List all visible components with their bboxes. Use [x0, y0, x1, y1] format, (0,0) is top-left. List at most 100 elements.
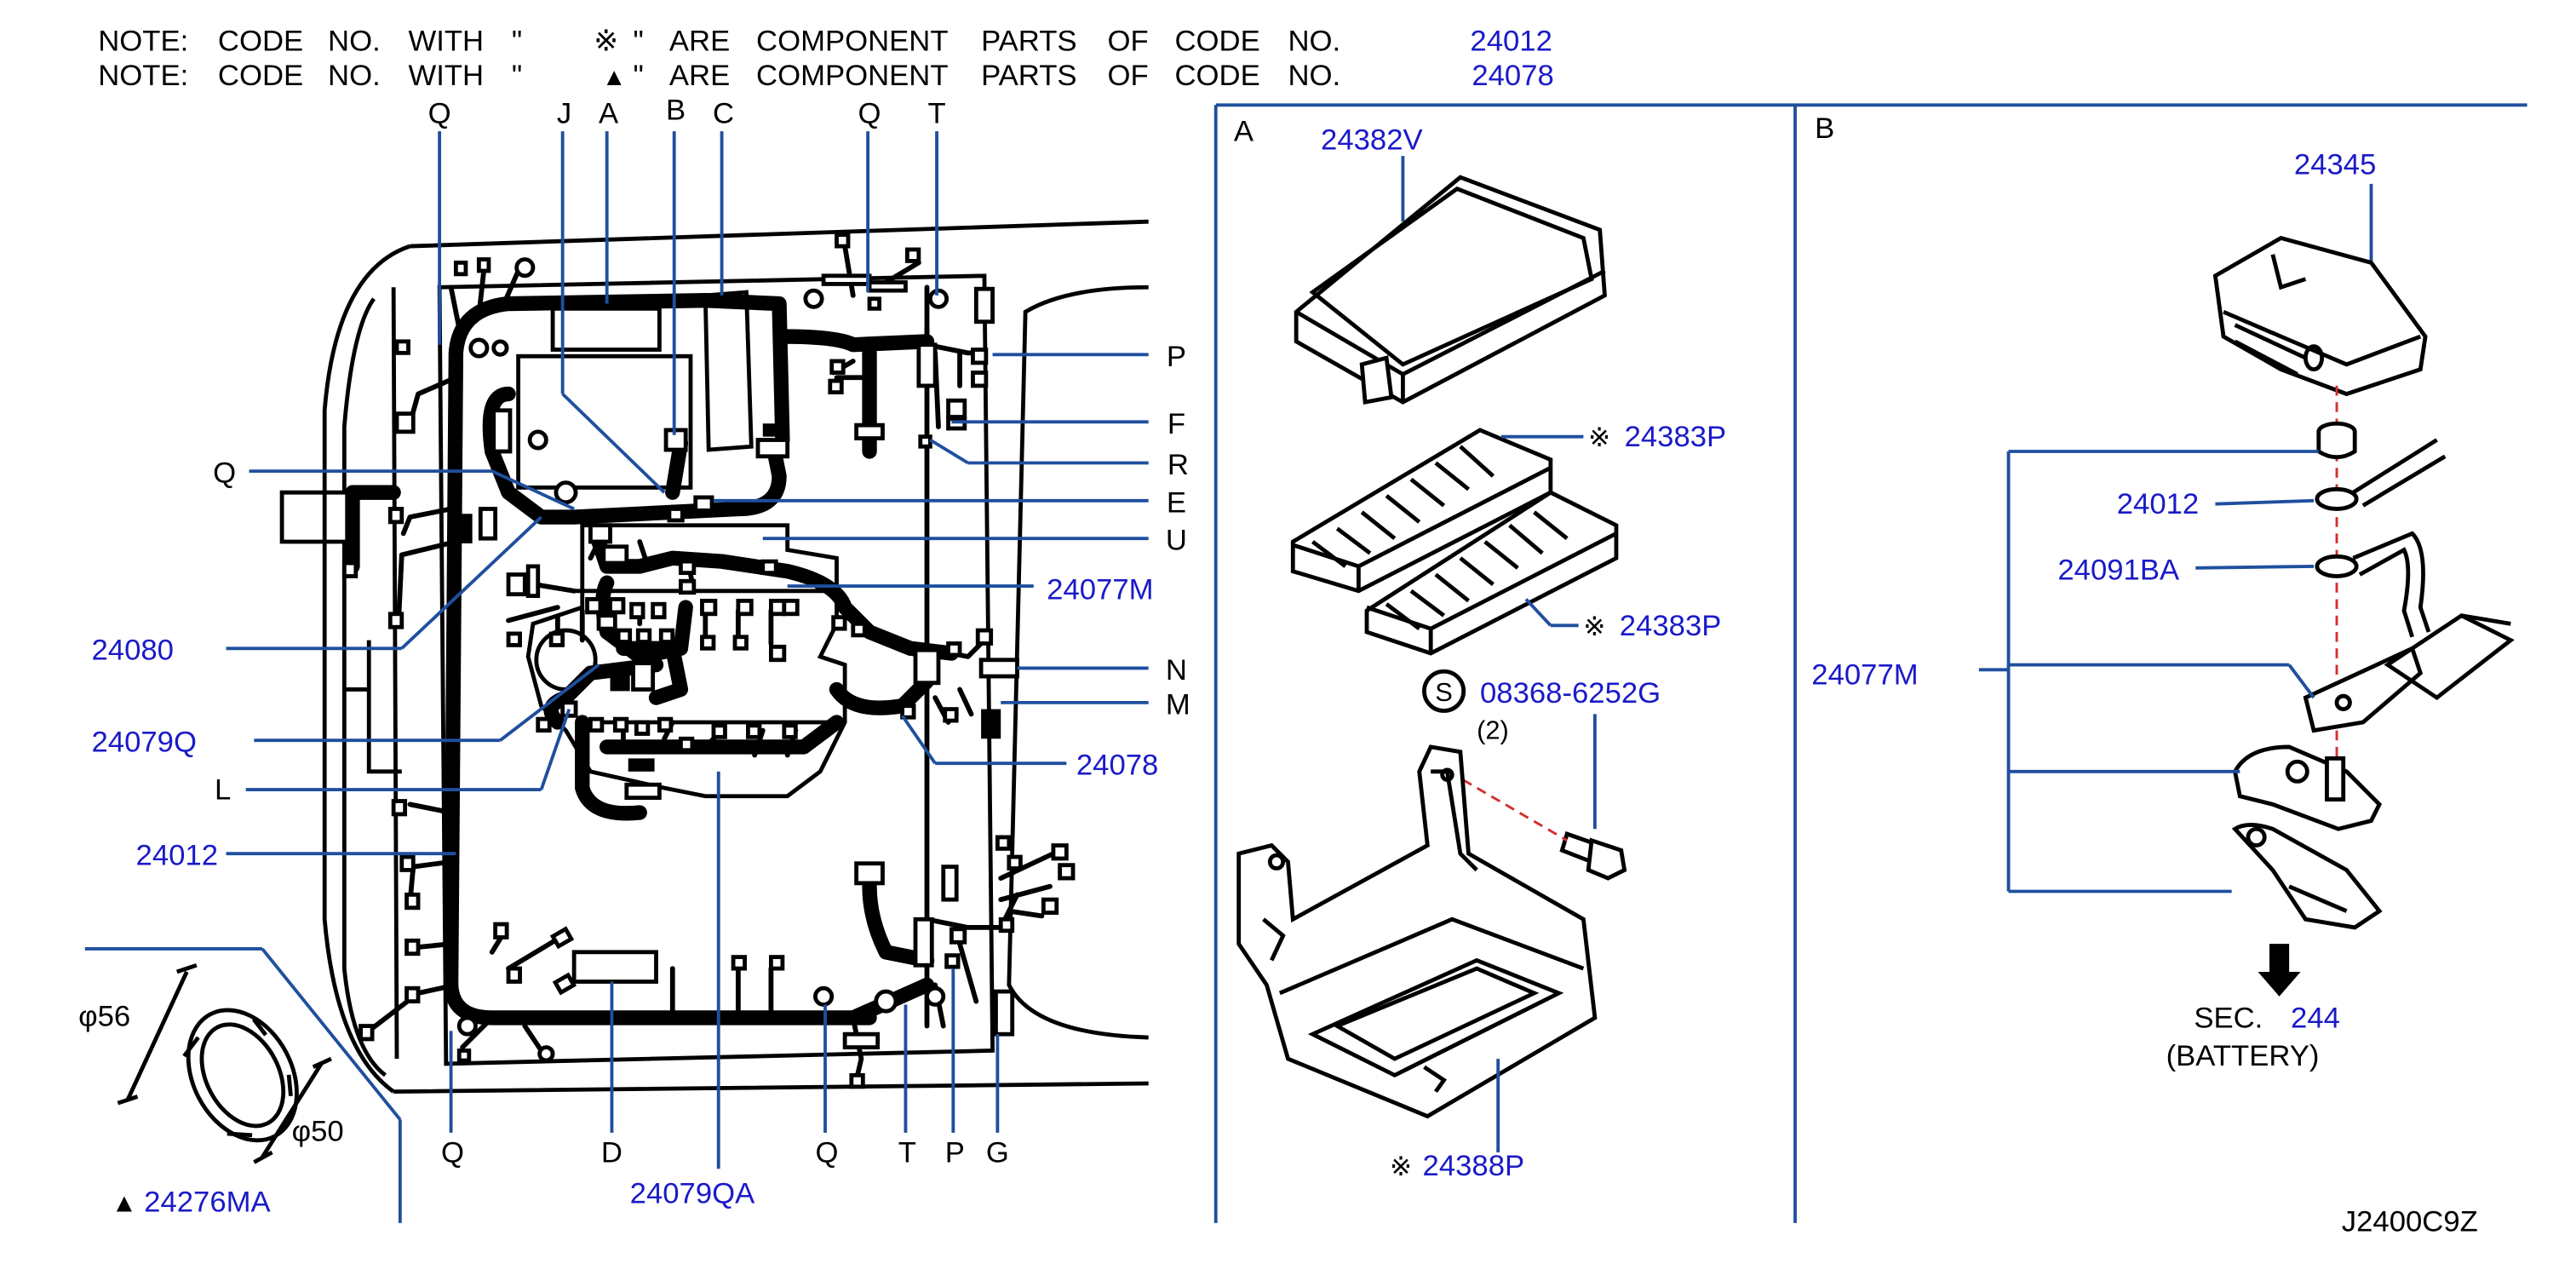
note-word: CODE	[1175, 60, 1260, 92]
section-a: A 24382V ※ 24383P ※ 24383P	[1234, 116, 1726, 1182]
part-link-24077m-b[interactable]: 24077M	[1811, 659, 1918, 692]
ring-terminal-cable	[2315, 438, 2447, 511]
note-code-link[interactable]: 24012	[1470, 26, 1552, 58]
bolt-qty: (2)	[1477, 715, 1509, 744]
note-word: ARE	[669, 26, 730, 58]
bolt: S 08368-6252G (2)	[1422, 669, 1661, 881]
part-link-24382v[interactable]: 24382V	[1321, 124, 1423, 156]
note-word: "	[512, 60, 522, 92]
note-word: CODE	[218, 60, 303, 92]
callout-label: L	[215, 774, 231, 807]
callout-label: N	[1166, 654, 1187, 687]
fuse-box-cover	[1294, 175, 1607, 405]
arrow-down-icon	[2258, 944, 2301, 997]
note-word: "	[634, 60, 644, 92]
callout-label: Q	[213, 457, 236, 490]
nut	[2316, 421, 2357, 460]
callout-label: A	[599, 98, 619, 130]
note-word: "	[512, 26, 522, 58]
ring-terminal-2	[2315, 531, 2431, 638]
part-link-24078[interactable]: 24078	[1076, 750, 1158, 782]
panel-frame	[84, 103, 2527, 1223]
note-word: NOTE:	[98, 26, 188, 58]
note-word: CODE	[218, 26, 303, 58]
note-word: ▲	[602, 64, 627, 91]
callout-label: Q	[441, 1137, 464, 1169]
note-word: ARE	[669, 60, 730, 92]
terminal-cover	[2212, 235, 2428, 397]
callout-label: T	[898, 1137, 916, 1169]
callout-label: G	[986, 1137, 1009, 1169]
sec-label: SEC.	[2194, 1002, 2263, 1034]
note-word: ※	[594, 26, 618, 58]
battery-caption: (BATTERY)	[2166, 1040, 2320, 1072]
main-harness	[345, 293, 960, 1026]
note-word: NOTE:	[98, 60, 188, 92]
part-link-24276ma[interactable]: 24276MA	[144, 1186, 271, 1218]
diagram-code: J2400C9Z	[2342, 1205, 2478, 1238]
note-word: COMPONENT	[756, 26, 948, 58]
note-word: NO.	[1288, 26, 1341, 58]
engine-room-outline	[279, 219, 1149, 1095]
note-word: "	[634, 26, 644, 58]
note-word: NO.	[328, 26, 381, 58]
part-link-24383p-lower[interactable]: 24383P	[1620, 610, 1722, 642]
part-link-24077m[interactable]: 24077M	[1047, 573, 1153, 606]
callout-label: Q	[815, 1137, 838, 1169]
part-link-24079qa[interactable]: 24079QA	[630, 1178, 755, 1210]
note-word: PARTS	[981, 26, 1076, 58]
kome-mark: ※	[1588, 422, 1610, 452]
note-word: COMPONENT	[756, 60, 948, 92]
fuse-box-bracket	[1236, 744, 1598, 1119]
callout-label: B	[666, 95, 686, 127]
section-b: B 24345 24012 24091BA	[1811, 112, 2515, 1072]
fuse-block-upper	[1290, 428, 1619, 656]
note-word: CODE	[1175, 26, 1260, 58]
callout-label: Q	[428, 98, 451, 130]
part-link-24080[interactable]: 24080	[92, 635, 174, 667]
part-link-24383p-upper[interactable]: 24383P	[1625, 421, 1727, 453]
callout-label: Q	[858, 98, 881, 130]
note-line-2: NOTE: CODE NO. WITH " ▲ " ARE COMPONENT …	[98, 60, 1554, 92]
part-link-24388p[interactable]: 24388P	[1423, 1150, 1525, 1182]
callout-label: R	[1168, 449, 1189, 481]
part-link-24091ba[interactable]: 24091BA	[2057, 554, 2180, 586]
grommet-dim-inner: φ50	[292, 1115, 344, 1147]
note-word: OF	[1108, 26, 1149, 58]
part-link-24012-b[interactable]: 24012	[2117, 488, 2199, 520]
note-word: OF	[1108, 60, 1149, 92]
callout-label: E	[1167, 486, 1186, 519]
note-word: PARTS	[981, 60, 1076, 92]
grommet-dim-outer: φ56	[78, 1001, 130, 1033]
section-a-label: A	[1234, 116, 1254, 148]
note-line-1: NOTE: CODE NO. WITH " ※ " ARE COMPONENT …	[98, 26, 1552, 58]
callout-label: M	[1166, 688, 1190, 721]
callout-label: F	[1168, 408, 1185, 440]
note-code-link[interactable]: 24078	[1472, 60, 1553, 92]
callout-label: C	[713, 98, 734, 130]
part-link-08368-6252g[interactable]: 08368-6252G	[1480, 677, 1661, 710]
callout-label: D	[601, 1137, 622, 1169]
note-word: NO.	[328, 60, 381, 92]
note-word: WITH	[408, 26, 484, 58]
sec-244-link[interactable]: 244	[2291, 1002, 2340, 1034]
callout-label: P	[1167, 341, 1186, 373]
part-link-24012[interactable]: 24012	[136, 840, 218, 872]
connectors	[341, 233, 1076, 1089]
callout-label: J	[557, 98, 571, 130]
main-part-links: 24080 24079Q 24012 24077M 24078 24079QA	[92, 573, 1159, 1209]
main-leaders	[226, 131, 1149, 1169]
callout-label: T	[927, 98, 945, 130]
kome-mark: ※	[1390, 1152, 1412, 1181]
callout-label: P	[945, 1137, 965, 1169]
kome-mark: ※	[1583, 612, 1605, 641]
note-word: NO.	[1288, 60, 1341, 92]
grommet-detail: φ56 φ50 ▲ 24276MA	[78, 962, 344, 1218]
part-link-24079q[interactable]: 24079Q	[92, 727, 197, 759]
section-b-label: B	[1815, 112, 1834, 145]
bolt-s-symbol: S	[1435, 677, 1453, 707]
part-link-24345[interactable]: 24345	[2294, 148, 2376, 181]
triangle-mark: ▲	[112, 1187, 138, 1217]
battery-terminal-clamp	[2231, 612, 2515, 930]
